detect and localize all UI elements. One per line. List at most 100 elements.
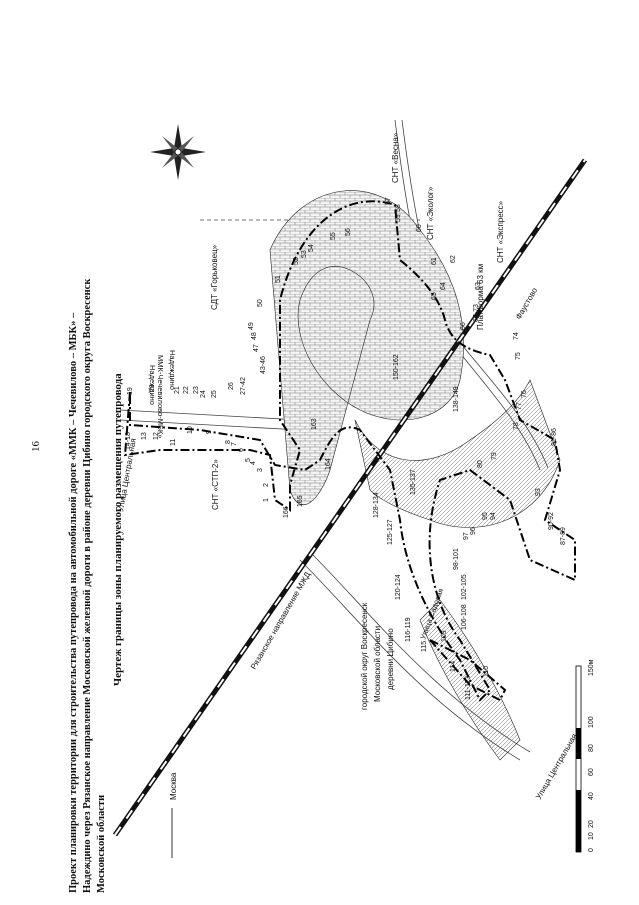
point-94: 94 [490,512,497,520]
point-102-105: 102-105 [461,574,468,600]
point-90-92: 90-92 [548,512,555,530]
point-111-113: 111-113 [465,676,472,700]
scale-tick-20: 20 [588,820,595,828]
point-128-134: 128-134 [373,492,380,518]
point-19: 19 [127,387,134,395]
point-25: 25 [211,390,218,398]
point-51: 51 [275,275,282,283]
point-135-137: 135-137 [410,469,417,495]
point-8: 8 [225,440,232,444]
point-20: 20 [149,384,156,392]
point-49: 49 [248,322,255,330]
point-96: 96 [470,527,477,535]
point-97: 97 [463,532,470,540]
label-snt-stp2: СНТ «СТП-2» [211,459,220,510]
scale-tick-60: 60 [588,768,595,776]
point-165: 165 [297,495,304,507]
point-110: 110 [483,666,490,677]
point-23: 23 [193,386,200,394]
point-1: 1 [263,498,270,502]
zone-boundary [123,200,576,702]
point-138-149: 138-149 [453,386,460,412]
point-109: 109 [441,630,448,642]
label-road-mmk: ММК-Чечевилово-МБК» [156,355,165,438]
scale-tick-80: 80 [588,744,595,752]
scale-tick-0: 0 [588,848,595,852]
point-9: 9 [206,430,213,434]
point-52: 52 [293,257,300,265]
label-sdt-gorkovets: СДТ «Горьковец» [210,244,219,310]
point-50: 50 [257,299,264,307]
point-60: 60 [416,224,423,232]
point-11: 11 [170,439,177,446]
scale-tick-100: 100 [588,716,595,728]
point-13: 13 [141,432,148,440]
point-59: 59 [395,214,402,222]
point-26: 26 [228,382,235,390]
point-62: 62 [450,255,457,263]
label-nadezhdino-1: Надеждино [168,350,177,390]
point-79: 79 [491,452,498,460]
point-125-127: 125-127 [387,519,394,545]
point-5: 5 [245,458,252,462]
point-163: 163 [311,418,318,430]
point-67-73: 67-73 [473,304,480,322]
point-77: 77 [516,402,523,410]
point-27-42: 27-42 [240,377,247,395]
point-56: 56 [345,228,352,236]
point-98-101: 98-101 [453,548,460,570]
label-ryazan-direction: Рязанское направление МЖД [249,570,313,671]
point-75: 75 [515,352,522,360]
scale-tick-150: 150м [588,659,595,676]
point-7: 7 [231,442,238,446]
point-57: 57 [385,197,392,205]
point-61: 61 [431,257,438,265]
compass-rose-icon [150,124,206,180]
point-164: 164 [325,458,332,470]
label-platform: Платформа 63 км [476,264,485,330]
point-3: 3 [257,468,264,472]
point-48: 48 [251,332,258,340]
point-24: 24 [200,390,207,398]
point-47: 47 [253,344,260,352]
label-snt-vesna: СНТ «Весна» [391,132,400,183]
point-64: 64 [440,282,447,290]
point-87-89: 87-89 [560,527,567,545]
point-66: 66 [460,322,467,330]
point-22: 22 [183,386,190,394]
point-80: 80 [477,460,484,468]
point-6: 6 [238,448,245,452]
point-4: 4 [250,461,257,465]
point-115: 115 [421,641,428,652]
point-78: 78 [513,422,520,430]
point-150-162: 150-162 [393,354,400,380]
point-55: 55 [330,232,337,240]
point-65: 65 [431,292,438,300]
point-116-119: 116-119 [405,617,412,642]
point-76: 76 [521,390,528,398]
label-snt-ekspress: СНТ «Экспресс» [496,200,505,263]
point-54: 54 [308,244,315,252]
point-81-86: 81-86 [551,428,558,446]
point-114: 114 [450,661,457,672]
label-nadezhdino-2: Надеждино [148,365,157,405]
point-120-124: 120-124 [395,574,402,600]
label-gorodskoy-okrug-2: Московской области [373,626,382,702]
scale-bar: 0 10 20 40 60 80 100 150м [575,659,595,853]
point-10: 10 [187,426,194,434]
point-74: 74 [513,332,520,340]
planning-zone [269,190,561,761]
point-12: 12 [153,432,160,440]
point-14-18: 14-18 [125,432,132,450]
point-93: 93 [535,488,542,496]
label-moskva: Москва [169,772,178,800]
scale-tick-10: 10 [588,832,595,840]
label-gorodskoy-okrug-1: городской округ Воскресенск [360,602,369,710]
point-95: 95 [482,512,489,520]
point-43-46: 43-46 [260,356,267,374]
point-21: 21 [174,386,181,394]
label-street-central-bottom: Улица Центральная [534,732,579,801]
label-gorodskoy-okrug-3: деревни Цибино [386,628,395,690]
point-63: 63 [475,282,482,290]
